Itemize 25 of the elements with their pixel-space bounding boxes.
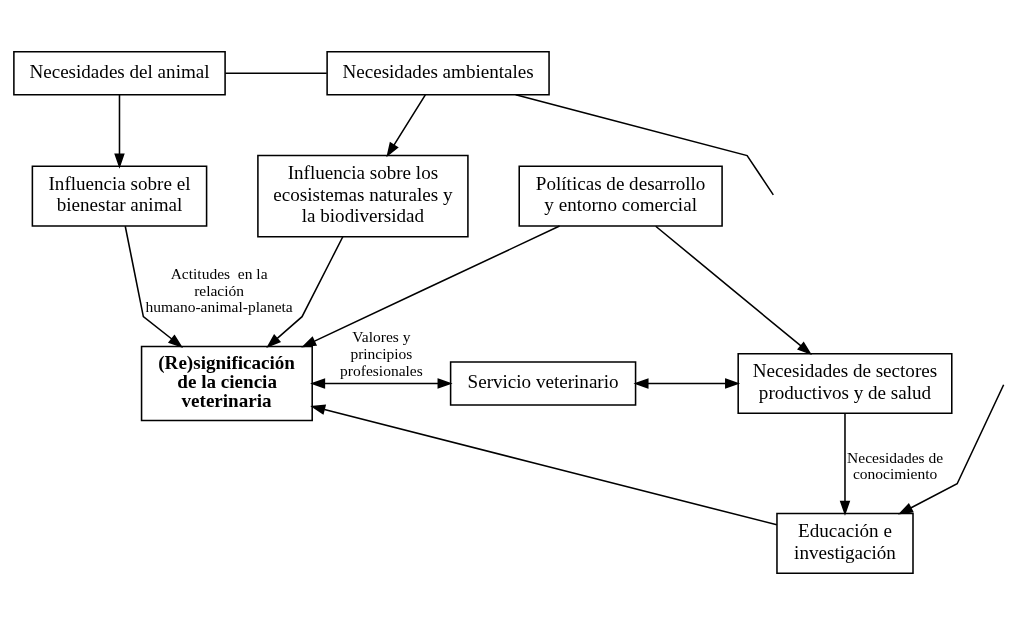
node-box: Educación e investigación (775, 512, 914, 574)
node-box: Necesidades del animal (12, 51, 226, 96)
arrow (897, 384, 1004, 515)
node-box: (Re)significación de la ciencia veterinaria (140, 345, 313, 422)
arrow (265, 235, 344, 348)
node-box: Influencia sobre los ecosistemas naturales y la biodiversidad (256, 154, 469, 238)
edge-label: Necesidades de conocimiento (846, 448, 943, 483)
arrow (113, 94, 125, 169)
arrow (654, 225, 812, 356)
connector (224, 72, 328, 75)
arrow (385, 94, 426, 158)
arrow (309, 378, 453, 389)
node-box: Influencia sobre el bienestar animal (31, 165, 207, 227)
node-box: Necesidades ambientales (325, 51, 550, 96)
node-box: Necesidades de sectores productivos y de salud (736, 352, 953, 415)
arrow (309, 404, 778, 526)
arrow (839, 412, 850, 516)
edge-label: Actitudes en la relación humano-animal-planeta (145, 264, 293, 316)
edge-label: Valores y principios profesionales (339, 328, 423, 379)
arrow (633, 378, 740, 389)
node-box: Políticas de desarrollo y entorno comercial (517, 165, 723, 227)
node-box: Servicio veterinario (449, 361, 636, 406)
connector (514, 94, 774, 196)
arrow (124, 225, 183, 348)
arrow (300, 225, 560, 348)
